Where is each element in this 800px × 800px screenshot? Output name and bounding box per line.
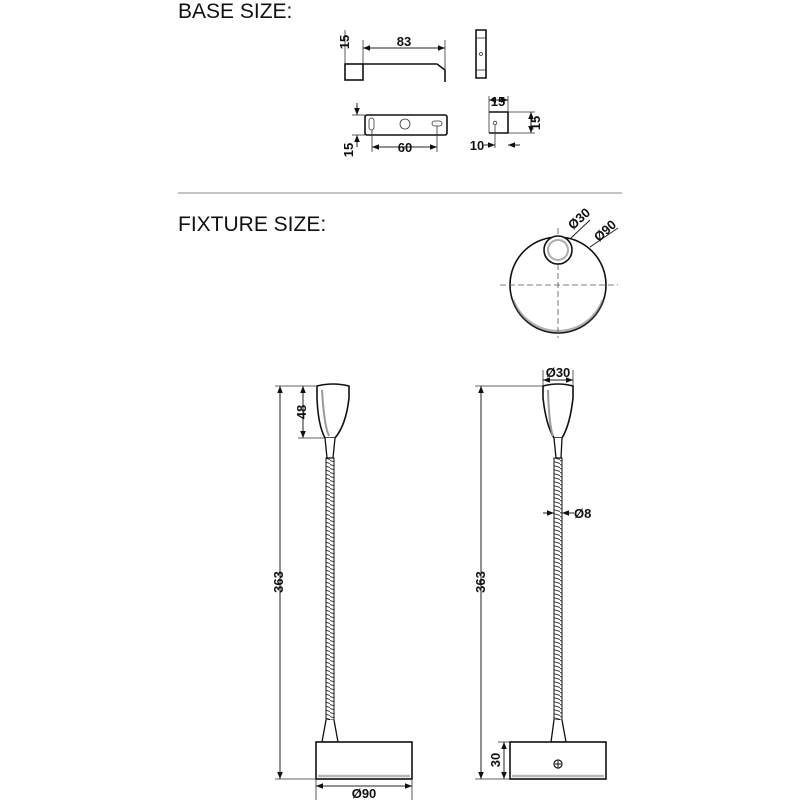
base-size-title: BASE SIZE: [178, 0, 292, 23]
dim-side-height: 15 [337, 35, 352, 49]
dim-hole-spacing: 60 [398, 140, 412, 155]
left-base-dia: Ø90 [352, 786, 377, 800]
bracket-bottom-view [352, 103, 448, 152]
fixture-top-view [500, 219, 619, 338]
right-arm-dia: Ø8 [574, 506, 591, 521]
right-total-height: 363 [473, 571, 488, 593]
left-head-height: 48 [294, 405, 309, 419]
fixture-right-view [475, 370, 607, 780]
fixture-left-view [275, 383, 413, 800]
fixture-size-title: FIXTURE SIZE: [178, 213, 326, 236]
dim-end-offset: 10 [470, 138, 484, 153]
bracket-end-view [475, 29, 487, 79]
bracket-end-detail [484, 96, 535, 148]
dim-end-width: 15 [491, 94, 505, 109]
right-base-height: 30 [488, 753, 503, 767]
top-inner-dia: Ø30 [565, 205, 593, 233]
bracket-side-view [344, 30, 446, 82]
right-head-dia: Ø30 [546, 365, 571, 380]
dim-bottom-height: 15 [341, 143, 356, 157]
top-outer-dia: Ø90 [591, 217, 619, 245]
left-total-height: 363 [271, 571, 286, 593]
dim-side-length: 83 [397, 34, 411, 49]
dim-end-height: 15 [528, 116, 543, 130]
